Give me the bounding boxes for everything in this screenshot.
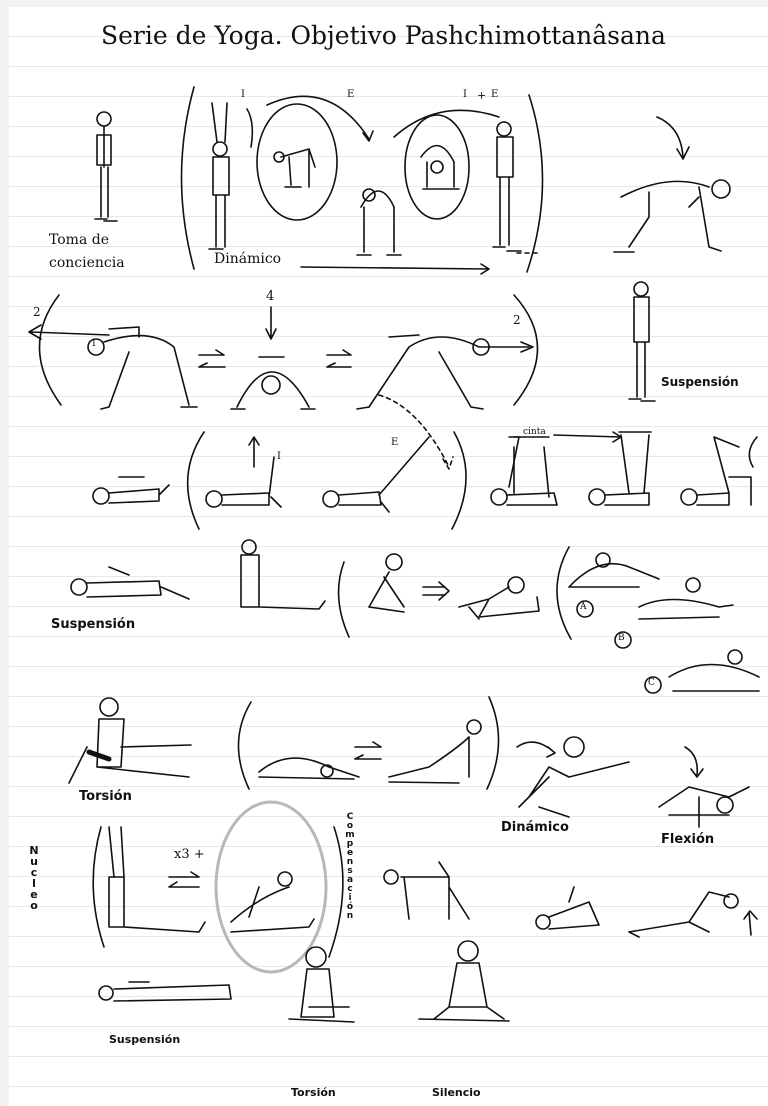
arrow-flexion bbox=[685, 747, 703, 777]
figure-cobra bbox=[389, 720, 481, 783]
bracket-left-row3 bbox=[188, 432, 204, 529]
label-flexion: Flexión bbox=[661, 832, 714, 847]
label-silencio: Silencio bbox=[432, 1086, 481, 1099]
arrows-row2-left bbox=[199, 350, 225, 367]
vertical-word-nucleo: N u c l e o bbox=[27, 845, 41, 911]
figure-seated-twist bbox=[459, 577, 539, 619]
figure-savasana bbox=[99, 982, 231, 1001]
figure-wide-fold bbox=[231, 307, 315, 409]
figure-strap-leg-2 bbox=[589, 432, 651, 505]
circle-forward-bend-1 bbox=[257, 104, 337, 220]
vertical-word-compensacion: C o m p e n s a c i ó n bbox=[343, 813, 357, 921]
label-dinamico-1: Dinámico bbox=[214, 251, 281, 267]
figure-childs-pose bbox=[259, 758, 359, 779]
bracket-right-row1 bbox=[527, 95, 543, 272]
arrow-double bbox=[423, 582, 449, 600]
marker-a: A bbox=[580, 602, 587, 612]
arrow-dashed bbox=[379, 395, 453, 469]
figure-pashchimottanasana bbox=[231, 872, 314, 932]
label-torsion-2: Torsión bbox=[291, 1086, 336, 1099]
figure-seated-twist-final bbox=[289, 947, 354, 1022]
marker-e3: E bbox=[391, 437, 398, 448]
arrow-row5-right bbox=[517, 742, 555, 757]
marker-b: B bbox=[618, 633, 625, 643]
figure-standing-awareness bbox=[95, 112, 117, 221]
arrow-cinta bbox=[554, 432, 621, 442]
bracket-left-row2 bbox=[39, 295, 61, 405]
paren-left-row4 bbox=[339, 562, 349, 637]
circle-forward-bend-2 bbox=[405, 115, 469, 219]
figure-staff-pose bbox=[241, 540, 325, 609]
arrow-arc-2 bbox=[394, 110, 499, 137]
figure-meditation bbox=[419, 941, 509, 1021]
arrow-up-curve bbox=[247, 109, 252, 147]
figure-triangle-left bbox=[29, 325, 197, 409]
figure-leg-raise-2 bbox=[323, 437, 429, 512]
figure-forward-bend-2 bbox=[421, 146, 459, 189]
sketch-drawings bbox=[9, 7, 768, 1106]
marker-plus: + bbox=[477, 89, 486, 102]
figure-lying-2 bbox=[71, 567, 189, 599]
figure-triangle-right bbox=[357, 335, 533, 409]
figure-deep-bend bbox=[357, 189, 401, 255]
marker-e1: E bbox=[347, 89, 354, 100]
label-cinta: cinta bbox=[523, 427, 546, 437]
figure-childs-pose-2 bbox=[536, 887, 599, 929]
label-conciencia: conciencia bbox=[49, 255, 125, 271]
arrows-row5 bbox=[355, 742, 381, 759]
bracket-left-row1 bbox=[182, 87, 195, 269]
label-suspension-3: Suspensión bbox=[109, 1033, 180, 1046]
bracket-left-row4 bbox=[557, 547, 571, 639]
label-suspension-1: Suspensión bbox=[661, 375, 739, 389]
paren-right-nucleo bbox=[329, 827, 343, 957]
bracket-right-row5 bbox=[487, 697, 499, 789]
label-dinamico-2: Dinámico bbox=[501, 820, 569, 835]
figure-upward-dog bbox=[629, 892, 757, 937]
marker-4: 4 bbox=[266, 289, 274, 304]
figure-table-pose bbox=[384, 862, 469, 919]
paren-left-nucleo bbox=[93, 827, 104, 947]
figure-plough bbox=[681, 437, 757, 505]
marker-i2: I bbox=[463, 89, 467, 100]
figure-forward-fold-c bbox=[645, 650, 759, 693]
label-x3: x3 + bbox=[174, 847, 205, 862]
circle-pashchimottanasana bbox=[216, 802, 326, 972]
marker-c: C bbox=[648, 678, 655, 688]
page-title: Serie de Yoga. Objetivo Pashchimottanâsa… bbox=[101, 21, 666, 50]
marker-2-right: 2 bbox=[513, 313, 521, 327]
figure-arms-up-seated bbox=[109, 827, 205, 932]
marker-e2: E bbox=[491, 89, 498, 100]
marker-2-left: 2 bbox=[33, 305, 41, 319]
figure-lying-1 bbox=[93, 477, 169, 504]
figure-side-bend-top-right bbox=[614, 117, 730, 252]
bracket-left-row5 bbox=[238, 702, 251, 789]
marker-1: 1 bbox=[91, 339, 97, 349]
label-toma: Toma de bbox=[49, 232, 109, 248]
figure-forward-bend-1 bbox=[274, 149, 315, 187]
compensacion-letter: n bbox=[343, 912, 357, 921]
notebook-page: Serie de Yoga. Objetivo Pashchimottanâsa… bbox=[9, 7, 768, 1106]
arrows-nucleo bbox=[169, 872, 199, 887]
marker-i3: I bbox=[277, 451, 281, 462]
arrow-dinamico bbox=[301, 264, 489, 274]
marker-i1: I bbox=[241, 89, 245, 100]
figure-forward-fold-b bbox=[615, 578, 733, 648]
figure-seated-twist-2 bbox=[69, 698, 191, 783]
label-torsion-1: Torsión bbox=[79, 789, 132, 804]
arrow-arc-1 bbox=[267, 96, 369, 139]
label-suspension-2: Suspensión bbox=[51, 617, 135, 632]
figure-strap-leg-1 bbox=[491, 437, 557, 505]
figure-standing-suspension bbox=[629, 282, 655, 401]
figure-dynamic-twist bbox=[519, 737, 629, 817]
figure-standing-end bbox=[493, 122, 537, 253]
figure-knees-chest bbox=[369, 554, 404, 612]
figure-arms-up bbox=[209, 103, 229, 249]
figure-flexion bbox=[659, 787, 749, 827]
arrows-row2-right bbox=[327, 350, 351, 367]
bracket-right-row3 bbox=[452, 432, 466, 529]
nucleo-letter: o bbox=[27, 900, 41, 911]
figure-leg-raise-1 bbox=[206, 437, 281, 507]
